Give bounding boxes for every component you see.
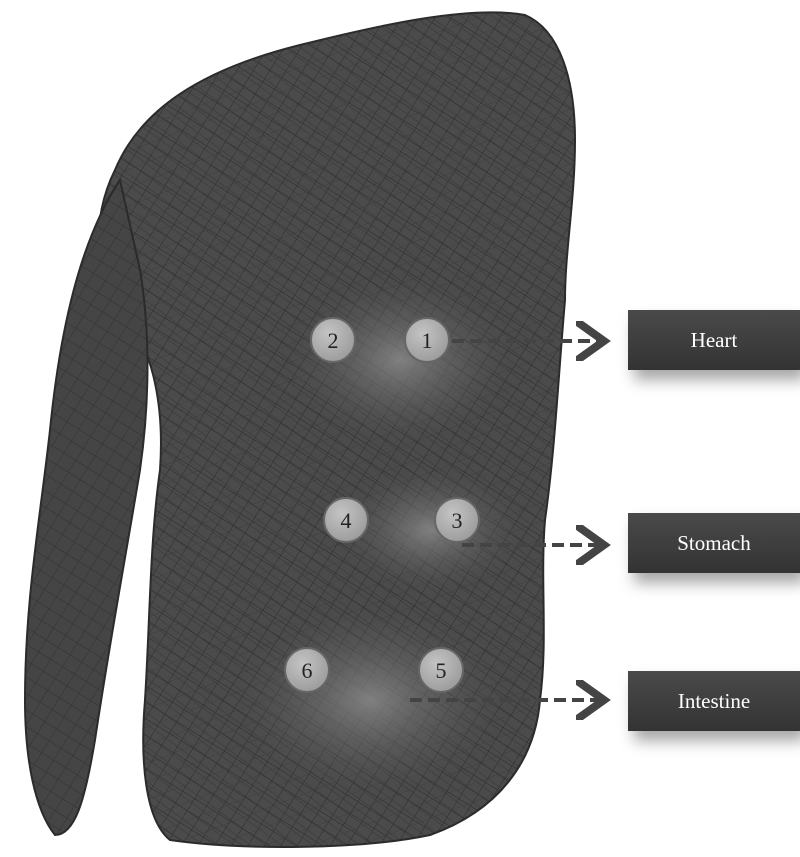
marker-1-label: 1 xyxy=(422,328,433,353)
marker-3-label: 3 xyxy=(452,508,463,533)
intestine-region xyxy=(240,610,500,790)
marker-3: 3 xyxy=(435,498,479,542)
stomach-label-box: Stomach xyxy=(628,513,800,573)
marker-5: 5 xyxy=(419,648,463,692)
marker-2-label: 2 xyxy=(328,328,339,353)
marker-4: 4 xyxy=(324,498,368,542)
heart-label: Heart xyxy=(691,328,738,353)
marker-2: 2 xyxy=(311,318,355,362)
stomach-label: Stomach xyxy=(677,531,751,556)
heart-label-box: Heart xyxy=(628,310,800,370)
stomach-region xyxy=(340,470,520,590)
marker-4-label: 4 xyxy=(341,508,352,533)
marker-6-label: 6 xyxy=(302,658,313,683)
marker-5-label: 5 xyxy=(436,658,447,683)
intestine-label: Intestine xyxy=(678,689,750,714)
marker-1: 1 xyxy=(405,318,449,362)
arm-mesh xyxy=(25,180,148,835)
marker-6: 6 xyxy=(285,648,329,692)
intestine-label-box: Intestine xyxy=(628,671,800,731)
